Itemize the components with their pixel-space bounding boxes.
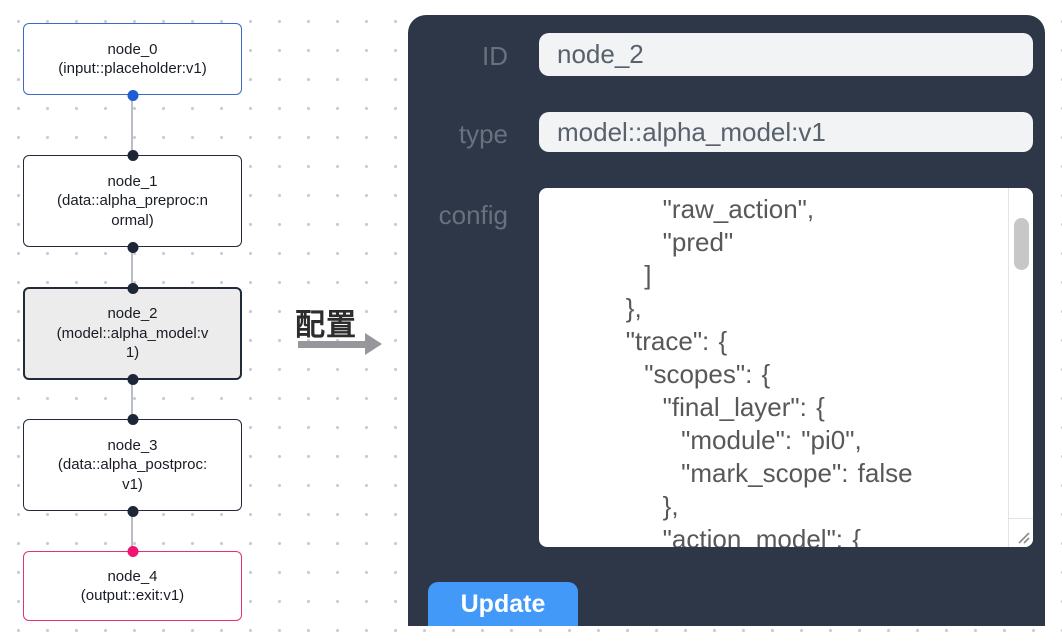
- id-field-label: ID: [482, 41, 508, 71]
- input-port-icon[interactable]: [127, 149, 138, 161]
- edge-node2-node3: [131, 380, 133, 419]
- flow-node-node_4[interactable]: node_4 (output::exit:v1): [23, 545, 242, 621]
- config-line: "pred": [552, 227, 734, 257]
- input-port-icon[interactable]: [127, 413, 138, 425]
- output-port-icon[interactable]: [127, 505, 138, 517]
- edge-node1-node2: [131, 247, 133, 287]
- flow-node-node_3[interactable]: node_3 (data::alpha_postproc:v1): [23, 413, 242, 517]
- node-id: node_2: [107, 305, 158, 323]
- node-id: node_1: [107, 172, 158, 190]
- output-port-icon[interactable]: [127, 373, 138, 385]
- flow-node-node_0[interactable]: node_0 (input::placeholder:v1): [23, 23, 242, 101]
- config-line: "scopes": {: [552, 359, 771, 389]
- update-button[interactable]: Update: [428, 582, 578, 626]
- config-line: "raw_action",: [552, 194, 815, 224]
- flow-node-node_2-selected[interactable]: node_2 (model::alpha_model:v1): [23, 282, 242, 385]
- input-port-icon[interactable]: [127, 282, 138, 294]
- config-line: },: [552, 491, 679, 521]
- config-line: "trace": {: [552, 326, 728, 356]
- scrollbar-track[interactable]: [1008, 188, 1033, 519]
- config-line: "action_model": {: [552, 524, 861, 547]
- edge-node3-node4: [131, 511, 133, 551]
- type-field-label: type: [458, 119, 508, 149]
- input-port-icon[interactable]: [127, 545, 138, 557]
- config-line: },: [552, 293, 642, 323]
- output-port-icon[interactable]: [127, 89, 138, 101]
- id-input[interactable]: [539, 33, 1033, 76]
- node-id: node_0: [107, 40, 158, 58]
- config-line: "module": "pi0",: [552, 425, 862, 455]
- config-line: "mark_scope": false: [552, 458, 913, 488]
- node-type: (data::alpha_postproc:v1): [57, 456, 208, 493]
- type-input[interactable]: [539, 112, 1033, 152]
- scrollbar-thumb[interactable]: [1014, 218, 1029, 270]
- node-id: node_4: [107, 567, 158, 585]
- config-json-content: "raw_action", "pred" ] }, "trace": { "sc…: [539, 188, 1009, 547]
- config-field-label: config: [438, 200, 508, 230]
- node-type: (model::alpha_model:v1): [56, 324, 209, 362]
- configure-annotation-label: 配置: [295, 309, 357, 342]
- edge-node0-node1: [131, 95, 133, 155]
- config-line: ]: [552, 260, 652, 290]
- node-config-panel: ID type config "raw_action", "pred" ] },…: [408, 15, 1045, 626]
- node-type: (input::placeholder:v1): [58, 60, 207, 77]
- right-arrow-icon: [298, 341, 365, 348]
- resize-grip-icon[interactable]: [1008, 518, 1033, 547]
- node-type: (data::alpha_preproc:normal): [57, 192, 208, 229]
- config-line: "final_layer": {: [552, 392, 825, 422]
- node-id: node_3: [107, 436, 158, 454]
- node-type: (output::exit:v1): [80, 587, 185, 604]
- right-arrow-head-icon: [365, 333, 382, 355]
- output-port-icon[interactable]: [127, 241, 138, 253]
- flow-node-node_1[interactable]: node_1 (data::alpha_preproc:normal): [23, 149, 242, 253]
- config-textarea[interactable]: "raw_action", "pred" ] }, "trace": { "sc…: [539, 188, 1033, 547]
